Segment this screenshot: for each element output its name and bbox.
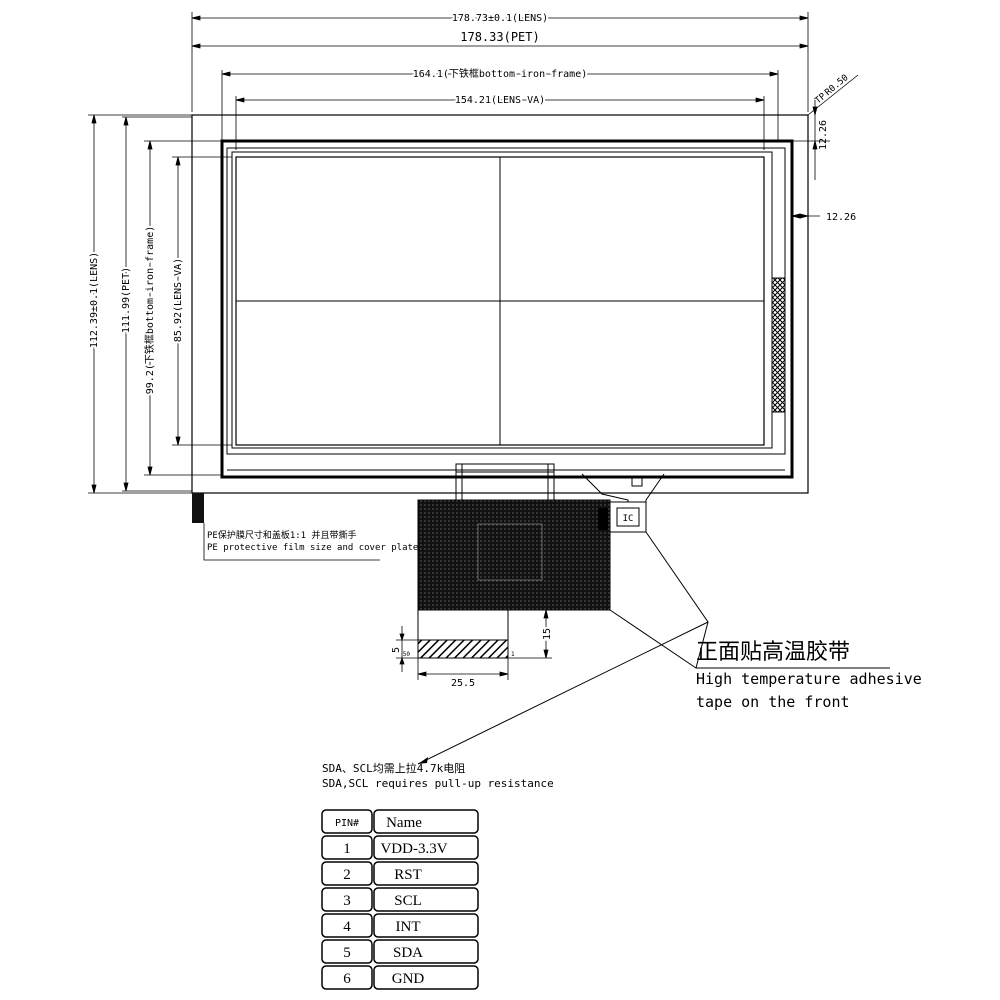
pin-row-number: 1 bbox=[343, 841, 351, 857]
pin-row-4-name-cell bbox=[373, 913, 479, 938]
pin-table: PIN# Name 1 VDD-3.3V 2 RST 3 SCL 4 INT 5 SDA 6 GND bbox=[321, 809, 479, 990]
dim-pin-pitch bbox=[396, 626, 418, 672]
pin-row-number: 4 bbox=[343, 919, 351, 935]
dim-iron-height bbox=[144, 140, 222, 476]
pullup-note-en: SDA,SCL requires pull-up resistance bbox=[322, 777, 554, 790]
pullup-note-leader bbox=[417, 621, 709, 765]
tape-note-leaders bbox=[609, 531, 709, 669]
dim-fpc-length-label: 15 bbox=[542, 628, 553, 640]
pin-row-6-name-cell bbox=[373, 965, 479, 990]
dim-fpc-width bbox=[417, 658, 509, 680]
ic-chip bbox=[616, 507, 640, 527]
dim-lens-height-label: 112.39±0.1(LENS) bbox=[89, 252, 100, 348]
pin-row-number: 5 bbox=[343, 945, 351, 961]
pe-note-en: PE protective film size and cover platel… bbox=[207, 543, 435, 553]
dim-iron-width bbox=[221, 70, 779, 140]
pin-row-2-name-cell bbox=[373, 861, 479, 886]
pin-row-number: 3 bbox=[343, 893, 351, 909]
dim-va-width-label: 154.21(LENS VA) bbox=[455, 95, 545, 106]
dim-lens-width-label: 178.73±0.1(LENS) bbox=[452, 13, 548, 24]
lens-outline bbox=[191, 114, 809, 494]
pin-label-last: 50 bbox=[403, 651, 411, 658]
pin-row-name: SCL bbox=[394, 893, 422, 909]
dim-offset-right bbox=[791, 213, 820, 219]
pin-row-1-pin-cell bbox=[321, 835, 373, 860]
dim-lens-width bbox=[191, 12, 809, 112]
dim-pet-height-label: 111.99(PET) bbox=[121, 267, 132, 333]
fpc-tails bbox=[455, 464, 555, 500]
dim-pet-width bbox=[191, 43, 809, 49]
pe-note-leader bbox=[203, 523, 380, 561]
dim-iron-width-label: 164.1(下铁框bottom iron frame) bbox=[413, 67, 588, 80]
ic-pad bbox=[631, 477, 643, 487]
corner-radius-value: R0.50 bbox=[823, 73, 850, 98]
pe-film-pull-tab bbox=[192, 493, 204, 523]
fpc-notch bbox=[598, 508, 608, 530]
pullup-note-zh: SDA、SCL均需上拉4.7k电阻 bbox=[322, 761, 465, 775]
pin-row-number: 6 bbox=[343, 971, 351, 987]
pin-row-6-pin-cell bbox=[321, 965, 373, 990]
fpc-bond-area bbox=[455, 463, 555, 473]
pin-row-name: VDD-3.3V bbox=[380, 841, 447, 857]
pin-row-number: 2 bbox=[343, 867, 351, 883]
bottom-iron-frame bbox=[220, 139, 794, 479]
dim-pin-pitch-label: 5 bbox=[391, 647, 402, 653]
dim-fpc-length bbox=[508, 609, 552, 659]
pin-row-5-pin-cell bbox=[321, 939, 373, 964]
pin-row-2-pin-cell bbox=[321, 861, 373, 886]
pin-row-3-name-cell bbox=[373, 887, 479, 912]
dim-pet-width-label: 178.33(PET) bbox=[460, 30, 539, 44]
pin-row-name: GND bbox=[392, 971, 425, 987]
pin-row-1-name-cell bbox=[373, 835, 479, 860]
dim-iron-height-label: 99.2(下铁框bottom iron frame) bbox=[143, 226, 156, 394]
pin-table-header-pin-cell bbox=[321, 809, 373, 834]
pin-table-header-name-cell bbox=[373, 809, 479, 834]
dim-va-height-label: 85.92(LENS VA) bbox=[173, 258, 184, 342]
tape-note-en-2: tape on the front bbox=[696, 693, 850, 711]
pin-table-header-pin: PIN# bbox=[335, 818, 359, 829]
pullup-note-arrow bbox=[418, 757, 428, 764]
pin-table-header-name: Name bbox=[386, 815, 422, 831]
pin-row-5-name-cell bbox=[373, 939, 479, 964]
pin-label-first: 1 bbox=[511, 651, 515, 658]
dim-lens-height bbox=[88, 114, 192, 494]
fpc-main-body bbox=[417, 499, 611, 611]
ic-label: IC bbox=[623, 514, 634, 524]
corner-radius-leader bbox=[807, 74, 859, 116]
tape-note-en-1: High temperature adhesive bbox=[696, 670, 922, 688]
lcd-outline bbox=[231, 151, 773, 449]
dim-fpc-width-label: 25.5 bbox=[451, 678, 475, 689]
dim-offset-top-label: 12.26 bbox=[818, 120, 829, 150]
fpc-stiffener-outline bbox=[477, 523, 543, 581]
pin-row-3-pin-cell bbox=[321, 887, 373, 912]
pin-row-name: INT bbox=[396, 919, 421, 935]
dim-va-height bbox=[172, 156, 232, 446]
dim-offset-right-label: 12.26 bbox=[826, 212, 856, 223]
tape-note-zh: 正面贴高温胶带 bbox=[696, 640, 850, 665]
corner-radius-label: TPR0.50 bbox=[814, 73, 851, 106]
pe-note-zh: PE保护膜尺寸和盖板1:1 并且带撕手 bbox=[207, 529, 357, 541]
fpc-gold-fingers bbox=[417, 639, 509, 659]
dim-offset-top bbox=[792, 100, 830, 180]
pin-row-name: RST bbox=[394, 867, 422, 883]
side-fpc-strip bbox=[771, 277, 786, 413]
fpc-tail-edges bbox=[417, 610, 509, 640]
dim-pet-height bbox=[122, 116, 192, 492]
pin-row-4-pin-cell bbox=[321, 913, 373, 938]
pin-row-name: SDA bbox=[393, 945, 423, 961]
